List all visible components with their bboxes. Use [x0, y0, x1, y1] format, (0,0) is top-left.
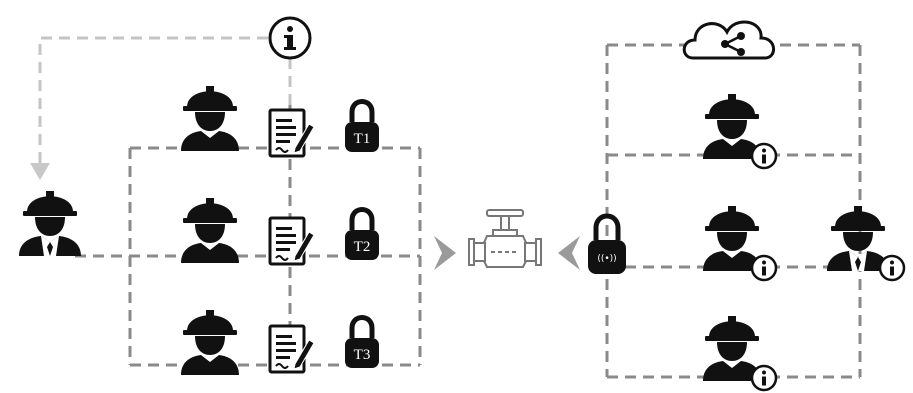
valve-icon — [468, 209, 542, 268]
padlock-t3: T3 — [345, 318, 379, 369]
worker-icon-3 — [181, 310, 239, 375]
worker-icon-1 — [181, 86, 239, 151]
remote-supervisor — [827, 206, 906, 282]
worker-icon — [703, 316, 761, 381]
arrow-right-icon — [434, 236, 456, 270]
lock-label: T2 — [354, 239, 371, 255]
supervisor-icon — [19, 191, 81, 256]
info-icon — [268, 16, 312, 60]
info-badge-icon — [750, 254, 778, 282]
lock-label: T3 — [354, 347, 371, 363]
document-icon-2 — [268, 216, 316, 266]
info-badge-icon — [750, 364, 778, 392]
info-arrowhead — [30, 163, 50, 180]
document-icon-1 — [268, 108, 316, 158]
lock-label: T1 — [354, 131, 371, 147]
info-badge-icon — [750, 142, 778, 170]
info-feedback-line — [38, 36, 268, 165]
padlock-t2: T2 — [345, 210, 379, 261]
info-badge-icon — [878, 254, 906, 282]
smart-padlock-icon: ((•)) — [588, 213, 626, 274]
cloud-share-icon — [682, 20, 775, 60]
remote-worker-1 — [703, 94, 778, 170]
padlock-t1: T1 — [345, 102, 379, 153]
arrow-left-icon — [558, 236, 580, 270]
wireless-label: ((•)) — [597, 254, 616, 264]
document-icon-3 — [268, 324, 316, 374]
worker-icon — [703, 206, 761, 271]
remote-worker-3 — [703, 316, 778, 392]
worker-icon-2 — [181, 198, 239, 263]
worker-icon — [703, 94, 761, 159]
remote-worker-2 — [703, 206, 778, 282]
supervisor-icon — [827, 206, 889, 271]
